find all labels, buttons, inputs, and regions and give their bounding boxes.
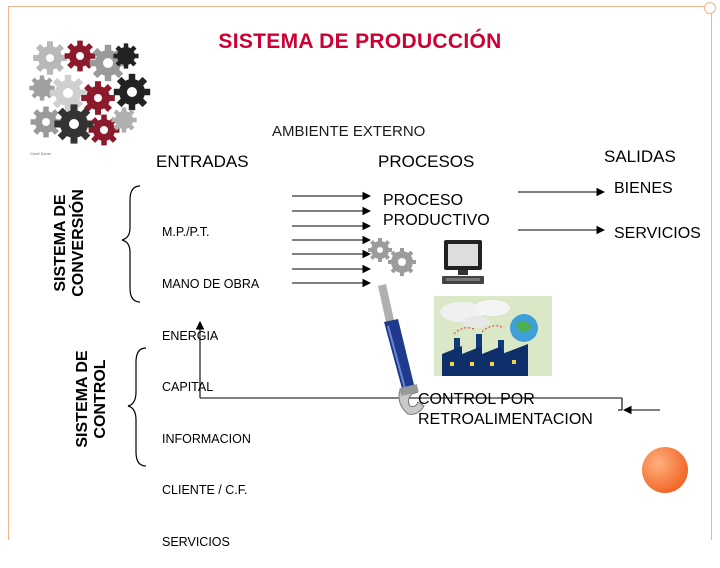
ambiente-externo-label: AMBIENTE EXTERNO <box>272 123 426 140</box>
input-item: MANO DE OBRA <box>162 277 260 292</box>
process-label: PROCESO PRODUCTIVO <box>383 191 490 231</box>
factory-icon <box>434 296 552 376</box>
slide-corner-circle <box>704 2 716 14</box>
input-item: M.P./P.T. <box>162 225 210 240</box>
clipart-credit: Corel Zoner <box>30 151 52 156</box>
slide-border-left <box>8 6 9 540</box>
slide-border-top <box>8 6 712 7</box>
small-gears-icon <box>368 238 416 276</box>
control-label-line2: RETROALIMENTACION <box>418 411 593 428</box>
output-servicios: SERVICIOS <box>614 225 701 242</box>
salidas-header: SALIDAS <box>604 147 676 166</box>
process-label-line1: PROCESO <box>383 192 464 209</box>
control-label-line1: CONTROL POR <box>418 391 535 408</box>
diagram-lines <box>121 185 660 467</box>
input-item: CLIENTE / C.F. <box>162 483 248 498</box>
decorative-orange-circle <box>642 447 688 493</box>
procesos-header: PROCESOS <box>378 152 475 171</box>
wrench-icon <box>378 284 425 415</box>
slide-border-right <box>711 6 712 540</box>
output-arrows <box>518 187 606 235</box>
process-label-line2: PRODUCTIVO <box>383 212 490 229</box>
control-bracket <box>127 347 147 467</box>
conversion-bracket <box>121 185 141 303</box>
input-arrows <box>292 191 372 288</box>
slide-title: SISTEMA DE PRODUCCIÓN <box>218 30 502 53</box>
feedback-loop <box>195 320 660 415</box>
computer-icon <box>442 240 484 284</box>
inputs-list: M.P./P.T. MANO DE OBRA ENERGIA CAPITAL I… <box>162 190 259 568</box>
output-bienes: BIENES <box>614 180 673 197</box>
gears-cluster-icon <box>29 40 151 146</box>
input-item: INFORMACION <box>162 431 251 446</box>
control-label: CONTROL POR RETROALIMENTACION <box>418 390 593 430</box>
entradas-header: ENTRADAS <box>156 152 249 171</box>
input-item: ENERGIA <box>162 328 219 343</box>
